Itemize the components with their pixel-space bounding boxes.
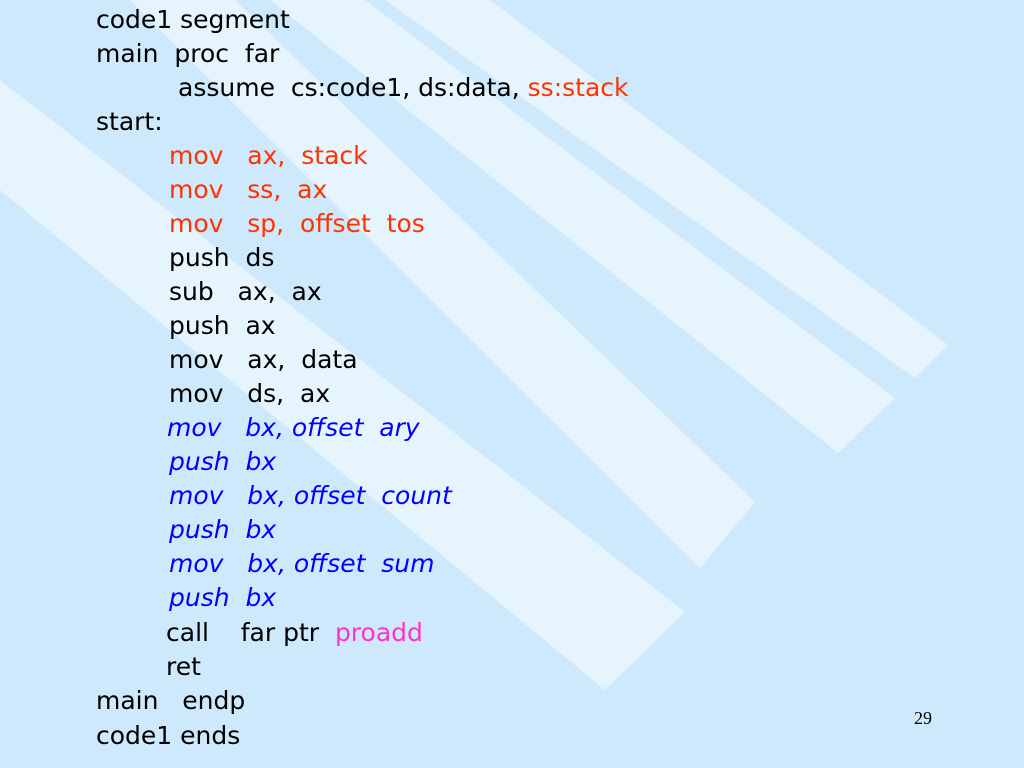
code-line: assume cs:code1, ds:data, ss:stack — [178, 73, 629, 103]
code-line: main endp — [96, 686, 246, 715]
code-line-blue: mov bx, offset ary — [167, 413, 420, 442]
code-highlight-red: ss:stack — [527, 73, 629, 102]
code-text: assume cs:code1, ds:data, — [178, 73, 528, 102]
stripe-4 — [385, 0, 948, 378]
code-line-red: mov ax, stack — [169, 141, 368, 170]
page-number: 29 — [914, 708, 932, 728]
code-highlight-magenta: proadd — [334, 618, 423, 647]
stripe-2 — [130, 0, 755, 568]
code-line-blue: push bx — [169, 583, 277, 612]
code-line: mov ds, ax — [169, 379, 331, 408]
code-line: call far ptr proadd — [166, 618, 423, 648]
stripe-3 — [270, 0, 895, 453]
code-line: push ax — [169, 311, 276, 340]
code-line: main proc far — [96, 39, 280, 68]
code-line-red: mov ss, ax — [169, 175, 328, 204]
code-line-blue: push bx — [169, 447, 277, 476]
code-line: start: — [96, 107, 163, 136]
code-line-blue: push bx — [169, 515, 277, 544]
code-text: call far ptr — [166, 618, 335, 647]
code-line: code1 segment — [96, 5, 290, 34]
code-line-red: mov sp, offset tos — [169, 209, 425, 238]
stripe-1 — [0, 80, 685, 690]
code-line: code1 ends — [96, 721, 241, 750]
code-line: mov ax, data — [169, 345, 358, 374]
code-line: push ds — [169, 243, 275, 272]
code-line-blue: mov bx, offset count — [169, 481, 452, 510]
code-line: sub ax, ax — [169, 277, 322, 306]
code-line-blue: mov bx, offset sum — [169, 549, 435, 578]
code-line: ret — [166, 652, 201, 681]
